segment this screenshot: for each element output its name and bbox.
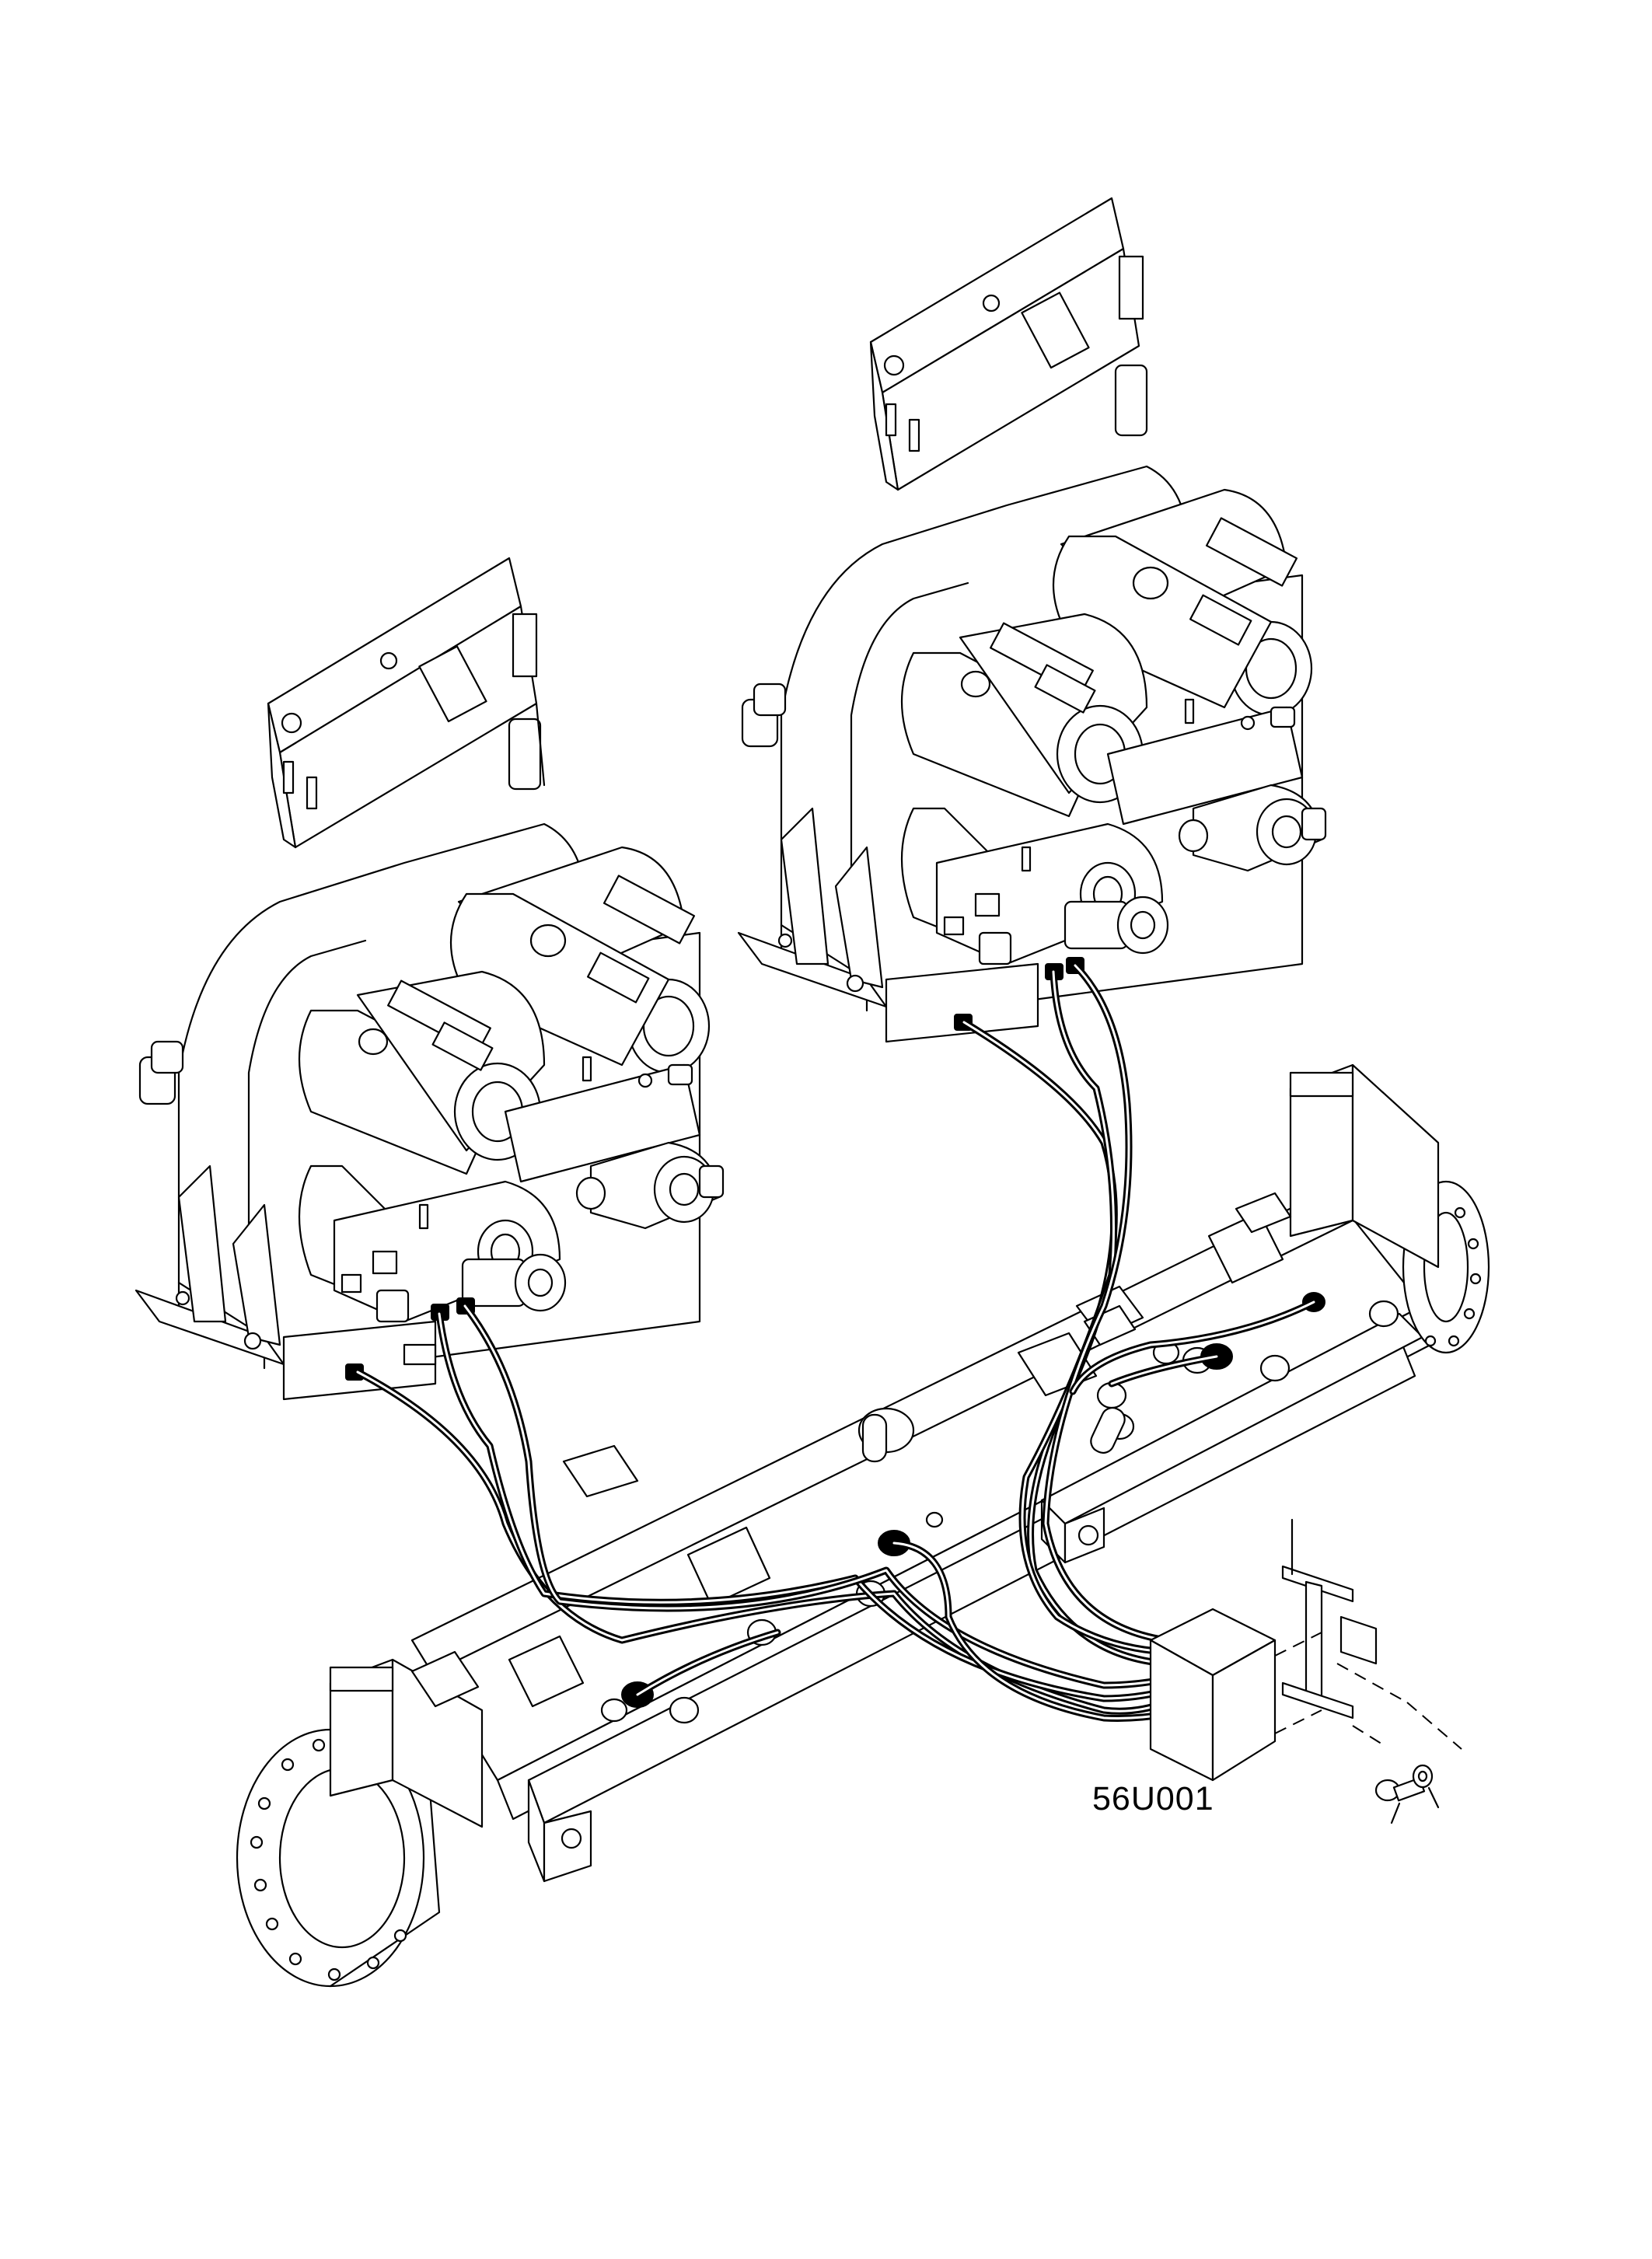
right-flange-bolts xyxy=(1424,1206,1482,1347)
wiring-harness xyxy=(354,962,1318,1722)
control-unit-56U001 xyxy=(1149,1608,1277,1782)
mounting-bracket xyxy=(1281,1518,1378,1720)
part-callout-label: 56U001 xyxy=(1092,1780,1214,1817)
right-transmission-unit xyxy=(737,197,1327,1043)
left-transmission-unit xyxy=(134,557,725,1401)
assembly-leader-lines xyxy=(1274,1632,1462,1750)
bolt-and-washer xyxy=(1374,1764,1440,1824)
